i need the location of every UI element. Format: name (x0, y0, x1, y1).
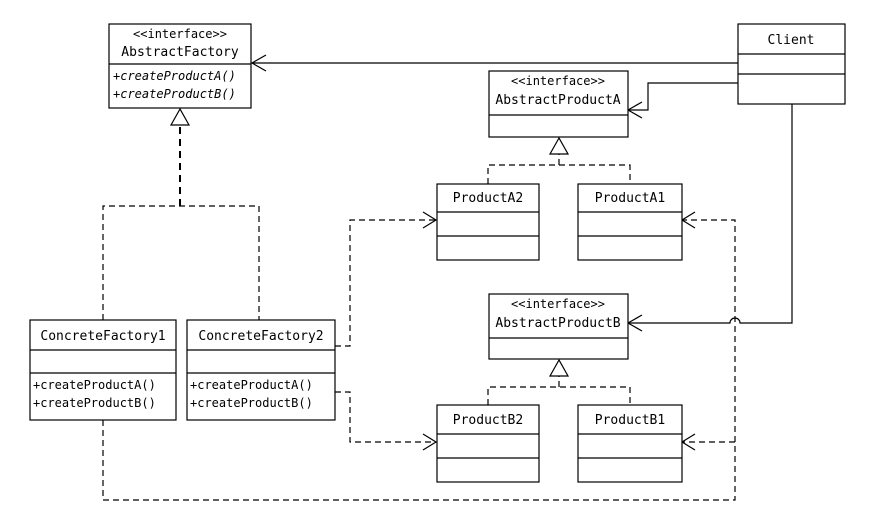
productb1-name: ProductB1 (595, 413, 665, 428)
dep-cf2-productb2 (335, 391, 438, 451)
class-producta1[interactable]: ProductA1 (577, 183, 683, 261)
class-productb1[interactable]: ProductB1 (577, 404, 683, 483)
concretefactory1-op-create-a: +createProductA() (33, 378, 156, 392)
client-name: Client (768, 33, 815, 48)
abstractproductb-name: AbstractProductB (495, 316, 620, 331)
class-abstractproducta[interactable]: <<interface>> AbstractProductA (488, 70, 629, 138)
concretefactory2-name: ConcreteFactory2 (198, 329, 323, 344)
realization-product-b (487, 358, 631, 405)
class-abstractproductb[interactable]: <<interface>> AbstractProductB (488, 293, 629, 360)
assoc-client-abstractfactory (250, 54, 738, 72)
abstractfactory-stereotype: <<interface>> (133, 27, 227, 41)
class-abstractfactory[interactable]: <<interface>> AbstractFactory +createPro… (108, 23, 252, 109)
abstractproducta-stereotype: <<interface>> (511, 74, 605, 88)
productb2-name: ProductB2 (453, 413, 523, 428)
realization-product-a (487, 136, 631, 184)
class-concretefactory2[interactable]: ConcreteFactory2 +createProductA() +crea… (186, 319, 336, 421)
class-producta2[interactable]: ProductA2 (436, 183, 540, 261)
concretefactory2-op-create-a: +createProductA() (190, 378, 313, 392)
realization-factories (102, 107, 260, 320)
abstractfactory-op-create-b: +createProductB() (113, 87, 236, 101)
abstractproductb-stereotype: <<interface>> (511, 297, 605, 311)
assoc-client-abstractproducta (626, 82, 738, 119)
abstractfactory-op-create-a: +createProductA() (113, 69, 236, 83)
concretefactory1-op-create-b: +createProductB() (33, 396, 156, 410)
class-client[interactable]: Client (737, 23, 846, 105)
concretefactory1-name: ConcreteFactory1 (40, 329, 165, 344)
producta2-name: ProductA2 (453, 191, 523, 206)
abstractfactory-name: AbstractFactory (121, 45, 239, 60)
class-productb2[interactable]: ProductB2 (436, 404, 540, 483)
concretefactory2-op-create-b: +createProductB() (190, 396, 313, 410)
producta1-name: ProductA1 (595, 191, 665, 206)
class-concretefactory1[interactable]: ConcreteFactory1 +createProductA() +crea… (29, 319, 177, 421)
dep-cf2-producta2 (335, 211, 438, 347)
abstractproducta-name: AbstractProductA (495, 93, 620, 108)
